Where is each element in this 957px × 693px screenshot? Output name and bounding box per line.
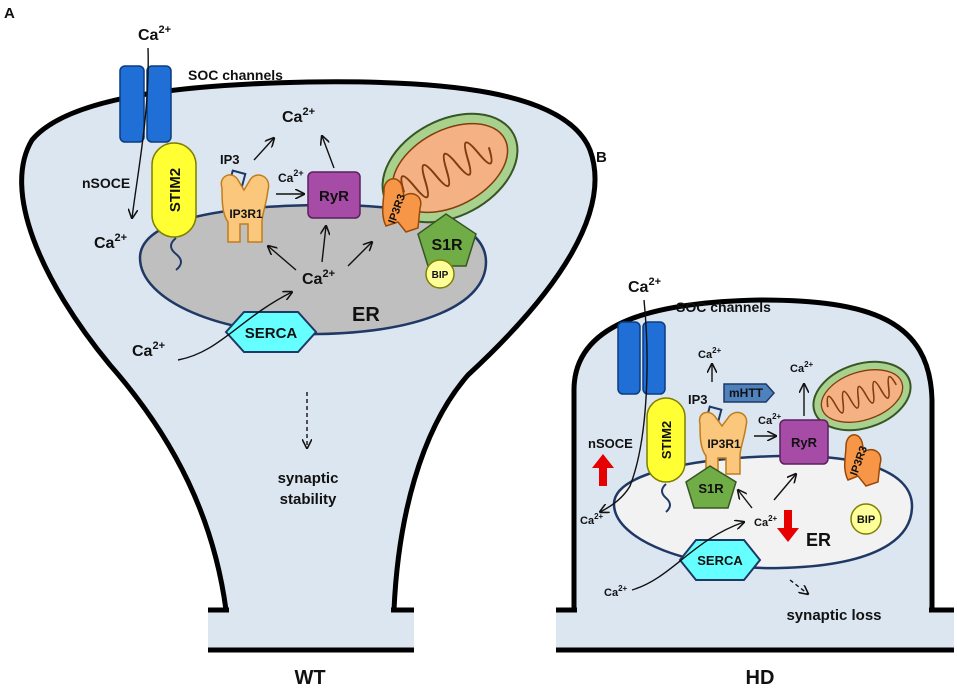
hd-ip3r3[interactable] <box>843 434 882 487</box>
hd-er-label: ER <box>806 530 831 550</box>
hd-soc-channel-left[interactable] <box>617 321 641 395</box>
hd-outcome-label: synaptic loss <box>786 607 881 624</box>
wt-soc-channel-right[interactable] <box>146 65 172 143</box>
wt-bip[interactable] <box>425 259 455 289</box>
wt-s1r-label: S1R <box>431 237 463 254</box>
wt-ip3r1[interactable] <box>220 174 270 243</box>
hd-ca-cyto: Ca2+ <box>580 512 604 527</box>
panel-a-label: A <box>4 5 15 22</box>
hd-genotype-label: HD <box>746 667 775 689</box>
wt-arrow-er-to-mito <box>347 242 372 267</box>
hd-dendrite-shaft <box>556 608 954 650</box>
wt-bip-label: BIP <box>432 270 449 281</box>
wt-ca-top: Ca2+ <box>138 24 171 44</box>
hd-arrow-er-to-ryr <box>773 474 796 501</box>
wt-membrane <box>19 79 598 611</box>
wt-arrow-er-to-ip3r1 <box>268 246 297 271</box>
wt-ryr[interactable] <box>307 171 361 219</box>
hd-serca-uptake-arrow <box>631 522 744 591</box>
wt-soc-label: SOC channels <box>188 67 283 83</box>
hd-ryr[interactable] <box>779 419 829 465</box>
hd-arrow-er-to-ip3r1 <box>738 490 753 509</box>
hd-mhtt-label: mHTT <box>729 386 764 400</box>
hd-serca-label: SERCA <box>697 553 743 568</box>
wt-ryr-label: RyR <box>319 188 349 205</box>
hd-ca-decrease-arrow <box>777 510 799 542</box>
wt-ip3r1-label: IP3R1 <box>229 207 263 221</box>
wt-stim2[interactable] <box>151 142 197 238</box>
hd-soc-label: SOC channels <box>676 299 771 315</box>
hd-bip-label: BIP <box>857 514 875 526</box>
hd-mitochondrion <box>812 360 912 432</box>
wt-arrow-ip3r1-up <box>253 138 274 161</box>
hd-nsoce-label: nSOCE <box>588 436 633 451</box>
hd-stim2-label: STIM2 <box>659 421 674 459</box>
hd-mhtt[interactable] <box>723 383 776 403</box>
hd-ip3r1-label: IP3R1 <box>707 437 741 451</box>
hd-ca-serca: Ca2+ <box>604 584 628 599</box>
hd-ca-influx-arrow <box>600 299 648 512</box>
hd-membrane <box>571 297 935 610</box>
panel-b-label: B <box>596 149 607 166</box>
wt-ca-up: Ca2+ <box>282 106 315 126</box>
hd-s1r[interactable] <box>685 465 737 509</box>
hd-soc-channel-right[interactable] <box>642 321 666 395</box>
hd-stim2[interactable] <box>646 397 686 483</box>
wt-ip3-label: IP3 <box>220 152 240 167</box>
wt-serca[interactable] <box>224 311 318 353</box>
hd-bip[interactable] <box>850 503 882 535</box>
wt-nsoce-label: nSOCE <box>82 175 130 191</box>
panel-a: A ER SOC channels Ca2+ nSOCE Ca2+ STIM2 <box>4 5 598 689</box>
wt-genotype-label: WT <box>294 667 325 689</box>
hd-ca-ip3: Ca2+ <box>698 346 722 361</box>
wt-ip3r3[interactable] <box>381 178 422 233</box>
hd-nsoce-increase-arrow <box>592 454 614 486</box>
hd-stim2-tail <box>661 483 671 513</box>
hd-ca-ryr: Ca2+ <box>790 360 814 375</box>
hd-serca[interactable] <box>678 539 762 581</box>
hd-ca-top: Ca2+ <box>628 276 661 296</box>
hd-s1r-label: S1R <box>698 481 724 496</box>
wt-serca-uptake-arrow <box>177 292 292 361</box>
hd-ip3r1[interactable] <box>698 411 748 475</box>
wt-ca-er: Ca2+ <box>302 268 335 288</box>
hd-ryr-label: RyR <box>791 435 818 450</box>
wt-ca-cyto: Ca2+ <box>94 232 127 252</box>
wt-soc-channel-left[interactable] <box>119 65 145 143</box>
wt-ca-serca: Ca2+ <box>132 340 165 360</box>
wt-outcome-line2: stability <box>280 491 337 508</box>
hd-outcome-arrow <box>789 579 808 594</box>
wt-stim2-label: STIM2 <box>167 168 184 212</box>
wt-arrow-ryr-up <box>322 136 335 169</box>
panel-b: B ER SOC channels Ca2+ nSOCE Ca2+ STIM2 <box>556 149 954 689</box>
wt-serca-label: SERCA <box>245 325 298 342</box>
wt-outcome-line1: synaptic <box>278 470 339 487</box>
wt-stim2-tail <box>170 237 182 271</box>
wt-ca-influx-arrow <box>132 47 149 218</box>
hd-ip3-label: IP3 <box>688 392 708 407</box>
wt-dendrite-shaft <box>208 608 414 650</box>
wt-er-label: ER <box>352 304 380 326</box>
hd-ca-ip3r1-ryr: Ca2+ <box>758 412 782 427</box>
wt-ca-ip3r1-ryr: Ca2+ <box>278 168 304 185</box>
hd-ca-er: Ca2+ <box>754 514 778 529</box>
wt-arrow-er-to-ryr <box>322 226 326 263</box>
